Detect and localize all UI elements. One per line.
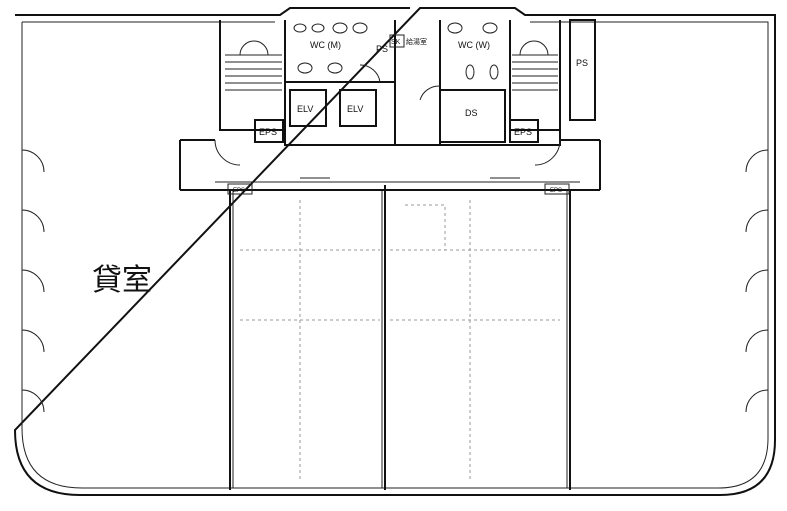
stair-right (512, 40, 558, 91)
outer-wall (13, 7, 776, 496)
eps-right-box (509, 119, 539, 143)
stair-left (225, 40, 282, 91)
rental-room-label: 貸室 (92, 263, 152, 298)
sk-label: SK (391, 39, 401, 46)
corridor (179, 139, 601, 191)
eps-right-label: EPS (514, 127, 532, 137)
elevator-1 (289, 89, 327, 127)
ps-right-label: PS (576, 58, 588, 68)
kitchenette-label: 給湯室 (406, 37, 427, 46)
eps-small-left-label: EPS (233, 188, 245, 194)
ds-label: DS (465, 108, 478, 118)
doors (21, 64, 769, 413)
ds-room (439, 89, 506, 143)
elevator-2 (339, 89, 377, 127)
ps-center-label: PS (376, 44, 388, 54)
wc-women-label: WC (W) (458, 40, 490, 50)
elevator-1-label: ELV (297, 104, 313, 114)
eps-left-box (254, 119, 284, 143)
wc-men-label: WC (M) (310, 40, 341, 50)
toilet-fixtures (293, 22, 499, 80)
eps-small-right-label: EPS (550, 188, 562, 194)
eps-left-label: EPS (259, 127, 277, 137)
elevator-2-label: ELV (347, 104, 363, 114)
left-room-wall (229, 190, 571, 490)
core (219, 20, 561, 146)
faint-partitions (240, 200, 560, 480)
